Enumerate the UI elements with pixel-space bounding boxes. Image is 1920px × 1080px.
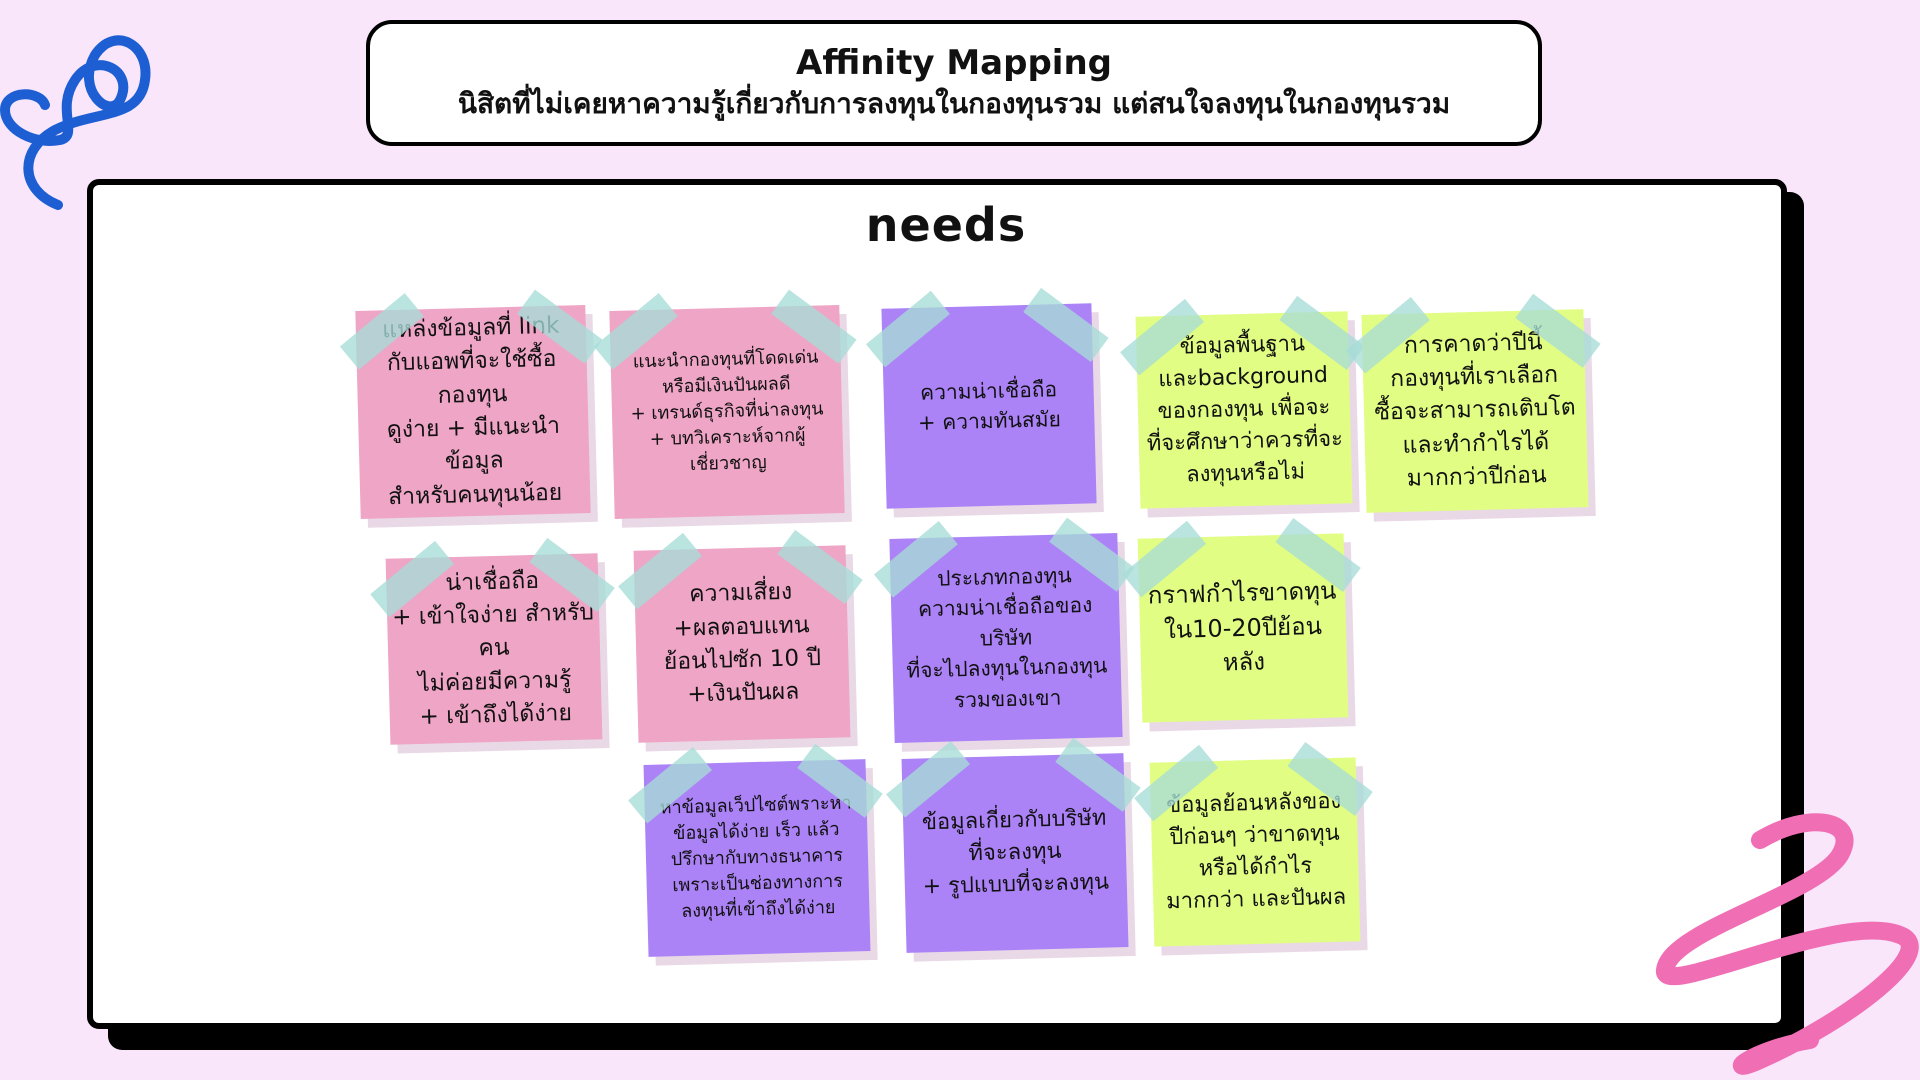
board-title: needs [0, 198, 1892, 252]
sticky-note[interactable]: หาข้อมูลเว็ปไซต์พราะหา ข้อมูลได้ง่าย เร็… [644, 759, 871, 957]
sticky-note-text: ข้อมูลพื้นฐาน และbackground ของกองทุน เพ… [1144, 328, 1344, 493]
page-subtitle: นิสิตที่ไม่เคยหาความรู้เกี่ยวกับการลงทุน… [458, 84, 1450, 124]
sticky-note[interactable]: ข้อมูลย้อนหลังของ ปีก่อนๆ ว่าขาดทุน หรือ… [1150, 757, 1361, 946]
sticky-note-text: หาข้อมูลเว็ปไซต์พราะหา ข้อมูลได้ง่าย เร็… [659, 790, 854, 925]
sticky-note[interactable]: ข้อมูลเกี่ยวกับบริษัท ที่จะลงทุน + รูปแบ… [901, 753, 1128, 953]
sticky-note-text: ประเภทกองทุน ความน่าเชื่อถือของบริษัท ที… [894, 559, 1118, 717]
sticky-note-text: ความเสี่ยง +ผลตอบแทน ย้อนไปซัก 10 ปี +เง… [662, 575, 823, 712]
title-box: Affinity Mapping นิสิตที่ไม่เคยหาความรู้… [366, 20, 1542, 146]
sticky-note-text: การคาดว่าปีนี้ กองทุนที่เราเลือก ซื้อจะส… [1372, 325, 1578, 497]
pink-squiggle-decoration [1610, 800, 1920, 1080]
sticky-note-text: ข้อมูลย้อนหลังของ ปีก่อนๆ ว่าขาดทุน หรือ… [1163, 786, 1346, 918]
sticky-note[interactable]: แนะนำกองทุนที่โดดเด่น หรือมีเงินปันผลดี … [609, 305, 844, 519]
sticky-note[interactable]: แหล่งข้อมูลที่ link กับแอพที่จะใช้ซื้อกอ… [355, 305, 590, 519]
sticky-note-text: กราฟกำไรขาดทุน ใน10-20ปีย้อน หลัง [1147, 573, 1338, 682]
sticky-note-text: ความน่าเชื่อถือ + ความทันสมัย [917, 374, 1061, 439]
sticky-note-text: ข้อมูลเกี่ยวกับบริษัท ที่จะลงทุน + รูปแบ… [921, 803, 1110, 904]
sticky-note[interactable]: ความน่าเชื่อถือ + ความทันสมัย [881, 303, 1096, 508]
page-title: Affinity Mapping [796, 42, 1112, 84]
sticky-note-text: แนะนำกองทุนที่โดดเด่น หรือมีเงินปันผลดี … [614, 344, 839, 480]
sticky-note[interactable]: น่าเชื่อถือ + เข้าใจง่าย สำหรับคน ไม่ค่อ… [386, 553, 603, 744]
sticky-note[interactable]: ความเสี่ยง +ผลตอบแทน ย้อนไปซัก 10 ปี +เง… [634, 545, 851, 742]
sticky-note[interactable]: ข้อมูลพื้นฐาน และbackground ของกองทุน เพ… [1136, 311, 1353, 508]
sticky-note[interactable]: ประเภทกองทุน ความน่าเชื่อถือของบริษัท ที… [889, 533, 1122, 743]
sticky-note[interactable]: การคาดว่าปีนี้ กองทุนที่เราเลือก ซื้อจะส… [1361, 309, 1588, 513]
sticky-note[interactable]: กราฟกำไรขาดทุน ใน10-20ปีย้อน หลัง [1138, 533, 1349, 722]
